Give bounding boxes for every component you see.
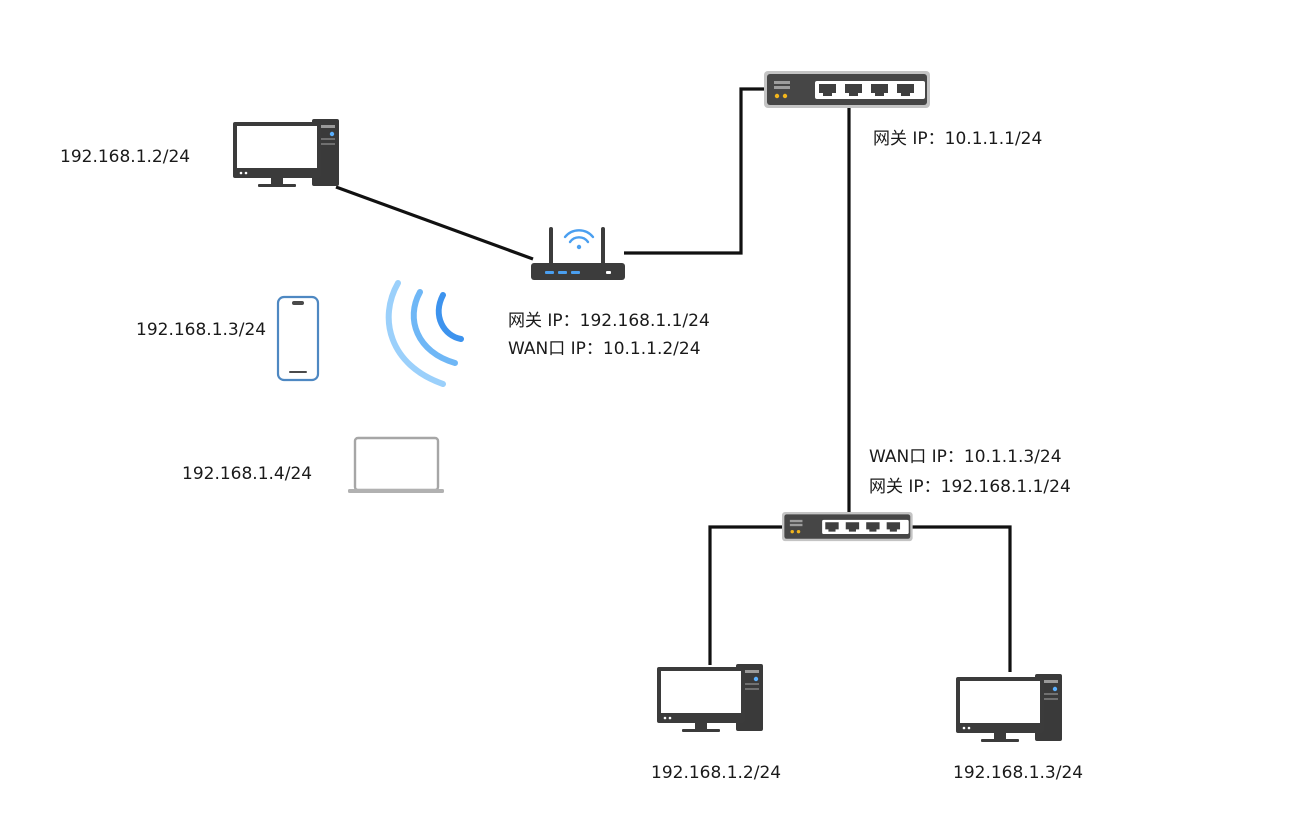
link-lower-switch-pc-left (708, 525, 785, 665)
switch-icon (782, 512, 913, 542)
lower-switch-gateway-ip-label: 网关 IP：192.168.1.1/24 (869, 477, 1071, 497)
laptop-ip-label: 192.168.1.4/24 (182, 464, 312, 484)
wifi-signal-icon (385, 280, 464, 387)
upper-switch-gateway-ip-label: 网关 IP：10.1.1.1/24 (873, 129, 1042, 149)
desktop-pc-icon (956, 674, 1062, 742)
router-gateway-ip-label: 网关 IP：192.168.1.1/24 (508, 311, 710, 331)
pc-top-left-ip-label: 192.168.1.2/24 (60, 147, 190, 167)
wireless-router-icon (531, 227, 625, 280)
link-pc-router (335, 185, 534, 261)
laptop-icon (348, 436, 444, 493)
phone-ip-label: 192.168.1.3/24 (136, 320, 266, 340)
lower-switch-wan-ip-label: WAN口 IP：10.1.1.3/24 (869, 447, 1062, 467)
pc-bottom-right-ip-label: 192.168.1.3/24 (953, 763, 1083, 783)
link-router-upper-switch (624, 87, 766, 255)
smartphone-icon (276, 295, 320, 382)
link-lower-switch-pc-right (912, 525, 1012, 672)
switch-icon (764, 71, 930, 108)
router-wan-ip-label: WAN口 IP：10.1.1.2/24 (508, 339, 701, 359)
desktop-pc-icon (657, 664, 763, 732)
desktop-pc-icon (233, 119, 339, 187)
pc-bottom-left-ip-label: 192.168.1.2/24 (651, 763, 781, 783)
